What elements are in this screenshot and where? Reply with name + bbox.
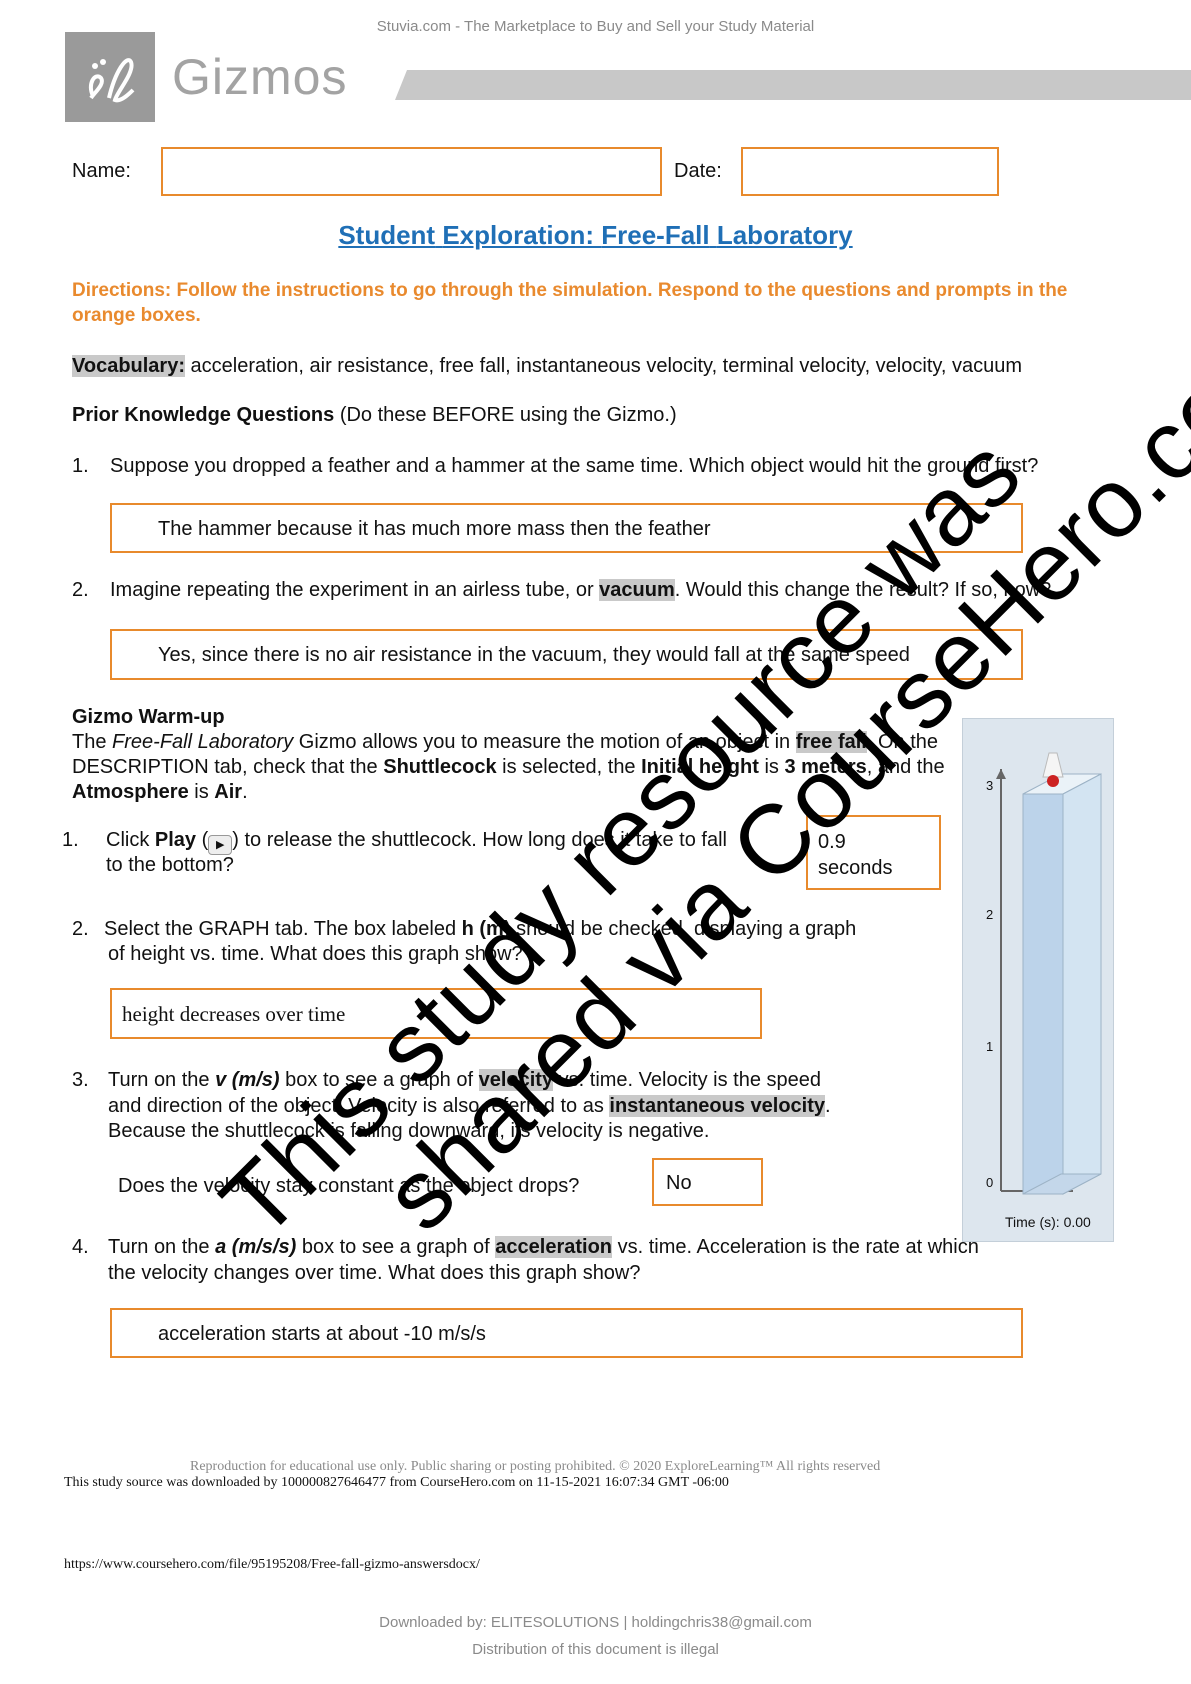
name-label: Name: xyxy=(72,160,131,182)
answer-w4: acceleration starts at about -10 m/s/s xyxy=(158,1323,486,1345)
tube-illustration xyxy=(996,752,1102,1195)
name-field[interactable] xyxy=(161,147,662,196)
warmup-q4-number: 4. xyxy=(72,1236,89,1258)
warmup-q1-line2: to the bottom? xyxy=(106,854,234,876)
gizmos-logo-text: Gizmos xyxy=(172,49,348,105)
gizmos-logo-icon xyxy=(65,32,155,122)
answer-box-w4[interactable]: acceleration starts at about -10 m/s/s xyxy=(110,1308,1023,1358)
source-url[interactable]: https://www.coursehero.com/file/95195208… xyxy=(64,1557,480,1572)
warmup-q3-question: Does the velocity stay constant as the o… xyxy=(118,1175,580,1197)
warmup-q4-line2: the velocity changes over time. What doe… xyxy=(108,1262,641,1284)
warmup-q3: Turn on the v (m/s) box to see a graph o… xyxy=(108,1069,821,1091)
answer-2: Yes, since there is no air resistance in… xyxy=(158,644,910,666)
warmup-q2-line2: of height vs. time. What does this graph… xyxy=(108,943,523,965)
answer-box-1[interactable]: The hammer because it has much more mass… xyxy=(110,503,1023,553)
downloaded-by: Downloaded by: ELITESOLUTIONS | holdingc… xyxy=(379,1614,812,1631)
warmup-q3-line3: Because the shuttlecock is falling downw… xyxy=(108,1120,710,1142)
answer-box-w2[interactable]: height decreases over time xyxy=(110,988,762,1039)
directions: Directions: Follow the instructions to g… xyxy=(72,280,1068,326)
tick-1: 1 xyxy=(986,1039,994,1054)
warmup-q1: Click Play (▶) to release the shuttlecoc… xyxy=(106,827,816,855)
date-label: Date: xyxy=(674,160,722,182)
tick-3: 3 xyxy=(986,778,994,793)
warmup-q1-number: 1. xyxy=(62,829,79,851)
reproduction-note: Reproduction for educational use only. P… xyxy=(190,1459,881,1474)
answer-box-w1[interactable]: 0.9 seconds xyxy=(806,815,941,890)
answer-w2: height decreases over time xyxy=(122,1002,346,1026)
prior-q2-number: 2. xyxy=(72,579,89,601)
simulation-panel: 3 2 1 0 Time (s): 0.00 xyxy=(962,718,1114,1242)
warmup-q2: Select the GRAPH tab. The box labeled h … xyxy=(104,918,857,940)
distribution-note: Distribution of this document is illegal xyxy=(472,1641,719,1658)
answer-w1-value: 0.9 xyxy=(818,831,846,853)
time-readout: Time (s): 0.00 xyxy=(1005,1214,1091,1230)
warmup-q3-number: 3. xyxy=(72,1069,89,1091)
answer-box-w3[interactable]: No xyxy=(652,1158,763,1206)
tick-0: 0 xyxy=(986,1175,994,1190)
play-icon: ▶ xyxy=(208,835,233,855)
source-line: This study source was downloaded by 1000… xyxy=(64,1475,729,1490)
answer-1: The hammer because it has much more mass… xyxy=(158,518,711,540)
header-bar xyxy=(395,70,1191,100)
warmup-heading: Gizmo Warm-up xyxy=(72,706,225,728)
prior-q2: Imagine repeating the experiment in an a… xyxy=(110,579,1052,601)
prior-q1-number: 1. xyxy=(72,455,89,477)
warmup-q3-line2: and direction of the object. Velocity is… xyxy=(108,1095,831,1117)
answer-w1-unit: seconds xyxy=(818,857,893,879)
vocabulary: Vocabulary: acceleration, air resistance… xyxy=(72,355,1023,377)
prior-q1: Suppose you dropped a feather and a hamm… xyxy=(110,455,1039,477)
date-field[interactable] xyxy=(741,147,999,196)
shuttlecock-icon xyxy=(1042,752,1064,787)
warmup-q2-number: 2. xyxy=(72,918,89,940)
stuvia-note: Stuvia.com - The Marketplace to Buy and … xyxy=(376,18,815,35)
tick-2: 2 xyxy=(986,907,994,922)
warmup-intro: The Free-Fall Laboratory Gizmo allows yo… xyxy=(72,731,945,803)
vocabulary-label: Vocabulary: xyxy=(72,355,185,377)
page-title: Student Exploration: Free-Fall Laborator… xyxy=(338,220,853,250)
warmup-q4: Turn on the a (m/s/s) box to see a graph… xyxy=(108,1236,979,1258)
answer-w3: No xyxy=(666,1172,692,1194)
prior-heading: Prior Knowledge Questions (Do these BEFO… xyxy=(72,404,677,426)
answer-box-2[interactable]: Yes, since there is no air resistance in… xyxy=(110,629,1023,680)
